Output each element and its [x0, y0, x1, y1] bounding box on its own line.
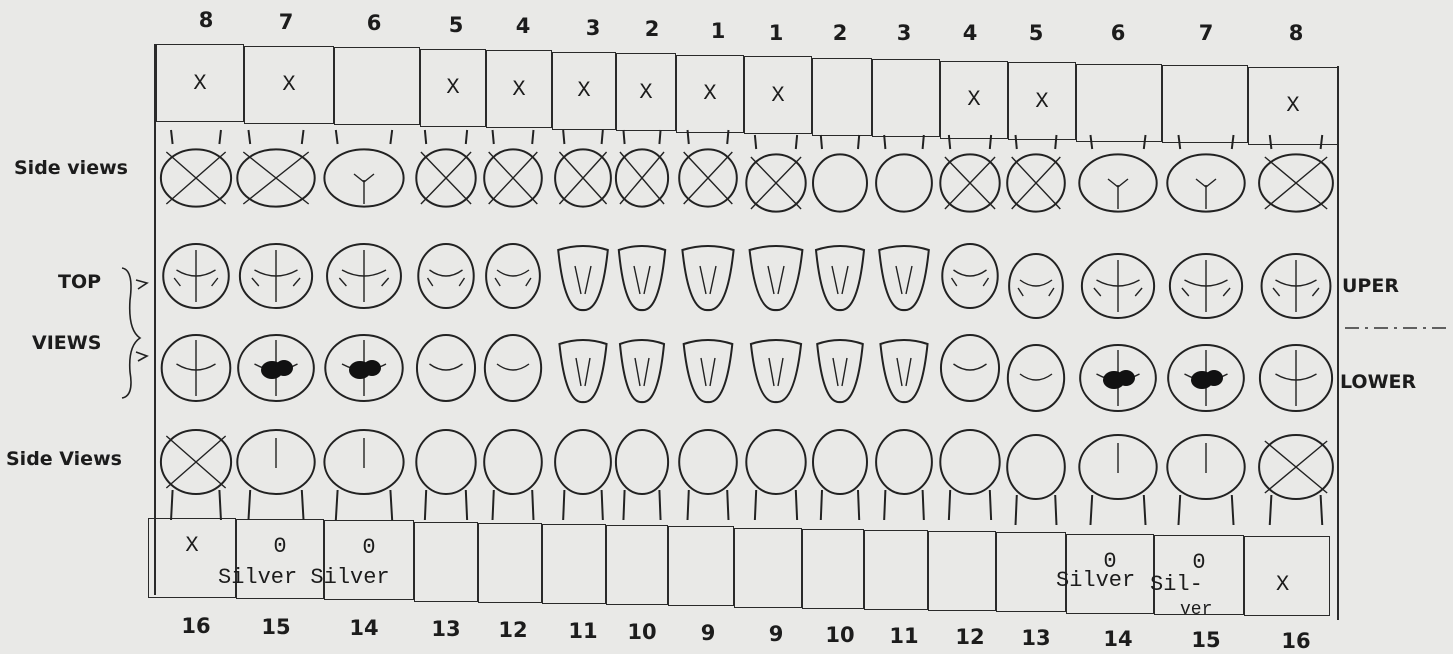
missing-x-mark	[1012, 157, 1061, 209]
lower-top-view-tooth	[817, 340, 863, 402]
top-arrow-icon	[136, 280, 147, 289]
upper-top-view-tooth	[682, 246, 733, 310]
upper-top-view-tooth	[879, 246, 929, 310]
upper-tooth-root	[821, 135, 859, 149]
lower-side-view-tooth	[484, 430, 542, 494]
upper-side-view-tooth	[876, 154, 932, 211]
upper-tooth-root	[688, 130, 729, 144]
lower-side-view-tooth	[813, 430, 867, 494]
silver-filling-mark	[1205, 370, 1223, 386]
occlusal-groove	[954, 364, 987, 370]
missing-x-mark	[166, 152, 225, 204]
lower-side-view-tooth	[416, 430, 475, 494]
incisal-ridge	[769, 358, 783, 386]
upper-top-view-tooth	[619, 246, 665, 310]
silver-filling-mark	[275, 360, 293, 376]
incisal-ridge	[701, 358, 715, 386]
occlusal-groove	[495, 270, 531, 286]
incisal-ridge	[700, 266, 716, 294]
lower-top-view-tooth	[941, 335, 999, 401]
upper-tooth-root	[248, 130, 303, 144]
upper-tooth-root	[1090, 135, 1145, 149]
incisal-ridge	[897, 358, 911, 386]
lower-top-view-tooth	[880, 340, 927, 402]
occlusal-groove	[1018, 280, 1054, 296]
upper-top-view-tooth	[558, 246, 608, 310]
crown-groove	[1108, 179, 1128, 209]
missing-x-mark	[620, 152, 664, 204]
lower-top-view-tooth	[684, 340, 733, 402]
lower-top-view-tooth	[559, 340, 606, 402]
lower-side-view-tooth	[876, 430, 932, 494]
upper-tooth-root	[884, 135, 924, 149]
upper-side-view-tooth	[813, 154, 867, 211]
upper-tooth-root	[1016, 135, 1057, 149]
missing-x-mark	[421, 152, 471, 204]
crown-groove	[354, 174, 374, 204]
upper-top-view-tooth	[750, 246, 803, 310]
occlusal-groove	[497, 364, 529, 370]
upper-tooth-root	[493, 130, 534, 144]
lower-top-view-tooth	[751, 340, 801, 402]
incisal-ridge	[768, 266, 784, 294]
top-views-brace	[122, 268, 140, 398]
upper-tooth-root	[336, 130, 392, 144]
occlusal-groove	[428, 270, 465, 286]
incisal-ridge	[575, 266, 591, 294]
lower-side-view-tooth	[940, 430, 999, 494]
missing-x-mark	[684, 152, 733, 204]
lower-side-view-tooth	[555, 430, 611, 494]
upper-tooth-root	[563, 130, 603, 144]
upper-tooth-root	[425, 130, 467, 144]
upper-top-view-tooth	[816, 246, 864, 310]
upper-tooth-root	[623, 130, 660, 144]
incisal-ridge	[832, 266, 848, 294]
crown-groove	[1196, 179, 1216, 209]
incisal-ridge	[634, 266, 650, 294]
missing-x-mark	[1265, 441, 1327, 493]
missing-x-mark	[243, 152, 308, 204]
incisal-ridge	[576, 358, 590, 386]
upper-tooth-root	[949, 135, 991, 149]
upper-tooth-root	[755, 135, 797, 149]
missing-x-mark	[489, 152, 538, 204]
lower-top-view-tooth	[620, 340, 664, 402]
incisal-ridge	[635, 358, 649, 386]
silver-filling-mark	[363, 360, 381, 376]
views-arrow-icon	[136, 352, 147, 361]
lower-top-view-tooth	[1008, 345, 1064, 411]
lower-top-view-tooth	[417, 335, 475, 401]
missing-x-mark	[559, 152, 606, 204]
missing-x-mark	[945, 157, 995, 209]
lower-side-view-tooth	[746, 430, 805, 494]
silver-filling-mark	[1117, 370, 1135, 386]
occlusal-groove	[1020, 374, 1052, 380]
upper-tooth-root	[1178, 135, 1233, 149]
lower-top-view-tooth	[485, 335, 541, 401]
lower-side-view-tooth	[1007, 435, 1065, 499]
lower-side-view-tooth	[616, 430, 668, 494]
missing-x-mark	[1265, 157, 1327, 209]
missing-x-mark	[166, 436, 225, 488]
occlusal-groove	[952, 270, 989, 286]
lower-side-view-tooth	[679, 430, 737, 494]
incisal-ridge	[833, 358, 847, 386]
incisal-ridge	[896, 266, 912, 294]
upper-tooth-root	[171, 130, 221, 144]
missing-x-mark	[751, 157, 801, 209]
upper-tooth-root	[1270, 135, 1322, 149]
occlusal-groove	[430, 364, 463, 370]
